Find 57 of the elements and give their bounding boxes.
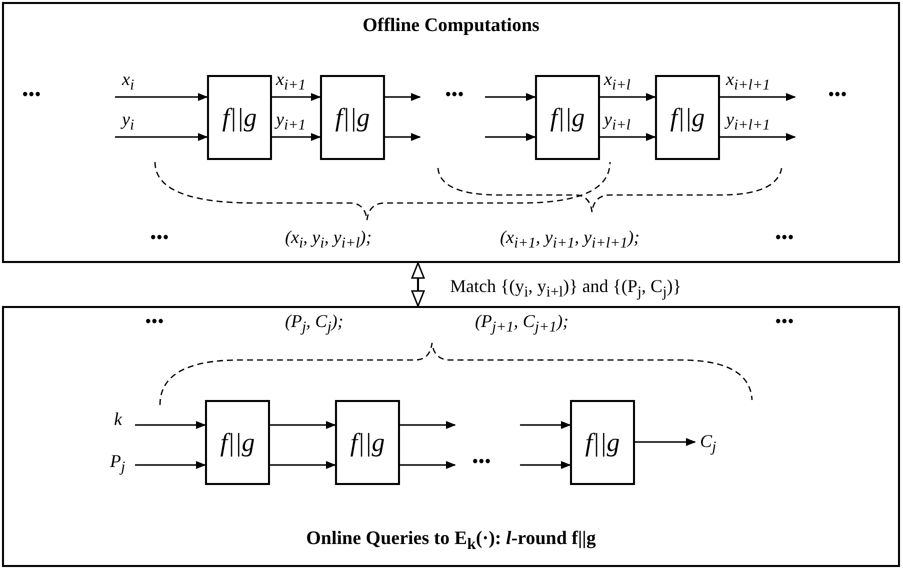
tuple-label: (P$_{j+1}$, C$_{j+1}$);	[475, 312, 569, 336]
arrow	[135, 461, 206, 469]
arrow	[600, 133, 656, 141]
arrow	[720, 133, 796, 141]
edge-label: C$_{j}$	[700, 432, 716, 456]
edge-label: x$_{i}$	[122, 70, 134, 94]
double-arrow	[411, 262, 425, 307]
edge-label: Match {(y$_{i}$, y$_{i+l}$)} and {(P$_{j}$, C$_{j}$)}	[450, 277, 682, 302]
function-block: f||g	[570, 400, 635, 485]
panel-box	[2, 2, 900, 263]
edge-label: y$_{i+l+1}$	[726, 110, 770, 134]
arrow	[485, 93, 536, 101]
edge-label: y$_{i}$	[122, 110, 134, 134]
arrow	[635, 438, 696, 446]
panel-title: Offline Computations	[362, 16, 540, 37]
edge-label: y$_{i+1}$	[276, 110, 306, 134]
function-block: f||g	[205, 400, 270, 485]
arrow	[270, 421, 336, 429]
panel-title: Online Queries to E$_{k}$(·): l-round f||g	[306, 528, 596, 553]
edge-label: y$_{i+l}$	[604, 110, 630, 134]
edge-label: P$_{j}$	[110, 452, 126, 476]
ellipsis: •••	[828, 85, 847, 105]
ellipsis: •••	[775, 312, 794, 332]
panel-box	[2, 306, 900, 567]
function-block: f||g	[335, 400, 400, 485]
edge-label: x$_{i+l}$	[604, 70, 630, 94]
function-block: f||g	[535, 75, 600, 160]
arrow	[485, 133, 536, 141]
arrow	[272, 133, 321, 141]
tuple-label: (x$_{i}$, y$_{i}$, y$_{i+l}$);	[285, 228, 372, 252]
ellipsis: •••	[22, 85, 41, 105]
ellipsis: •••	[145, 312, 164, 332]
function-block: f||g	[320, 75, 385, 160]
ellipsis: •••	[472, 452, 491, 472]
edge-label: x$_{i+l+1}$	[726, 70, 770, 94]
arrow	[385, 93, 421, 101]
tuple-label: (P$_{j}$, C$_{j}$);	[285, 312, 344, 336]
arrow	[270, 461, 336, 469]
arrow	[135, 421, 206, 429]
ellipsis: •••	[775, 228, 794, 248]
function-block: f||g	[655, 75, 720, 160]
arrow	[600, 93, 656, 101]
arrow	[385, 133, 421, 141]
arrow	[115, 133, 208, 141]
tuple-label: (x$_{i+1}$, y$_{i+1}$, y$_{i+l+1}$);	[500, 228, 640, 252]
arrow	[272, 93, 321, 101]
arrow	[400, 421, 456, 429]
arrow	[520, 421, 571, 429]
arrow	[400, 461, 456, 469]
arrow	[520, 461, 571, 469]
function-block: f||g	[207, 75, 272, 160]
arrow	[720, 93, 796, 101]
ellipsis: •••	[445, 85, 464, 105]
edge-label: x$_{i+1}$	[276, 70, 306, 94]
ellipsis: •••	[150, 228, 169, 248]
arrow	[115, 93, 208, 101]
edge-label: k	[114, 410, 122, 430]
